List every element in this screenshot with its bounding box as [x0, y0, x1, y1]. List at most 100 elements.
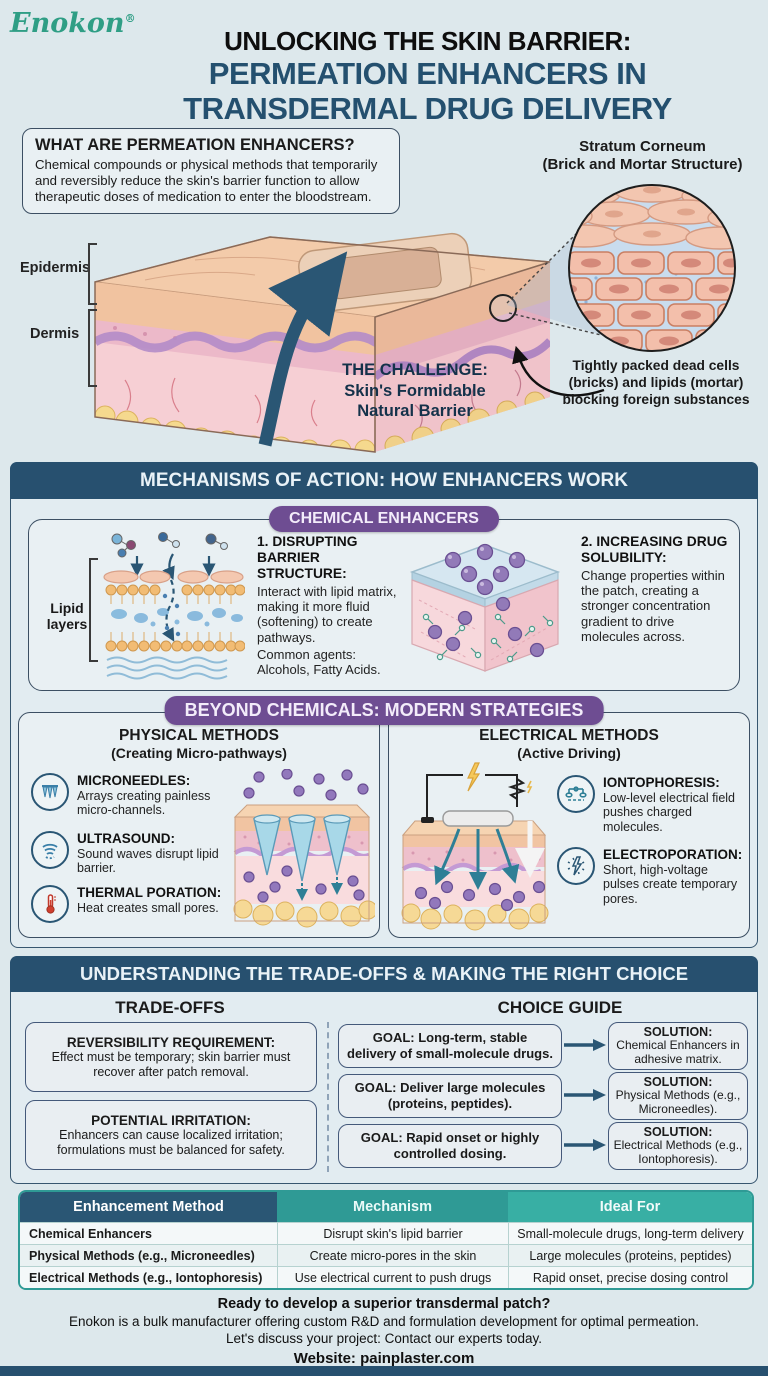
dermis-label: Dermis — [30, 326, 80, 342]
chemical-item-2-title: 2. INCREASING DRUG SOLUBILITY: — [581, 534, 728, 565]
title-line-3: TRANSDERMAL DRUG DELIVERY — [183, 90, 672, 126]
solution-box-1: SOLUTION: Chemical Enhancers in adhesive… — [608, 1022, 748, 1070]
electrical-item-electroporation: ELECTROPORATION: Short, high-voltage pul… — [557, 847, 743, 907]
beyond-chemicals-banner: BEYOND CHEMICALS: MODERN STRATEGIES — [164, 696, 604, 725]
bottom-bar — [0, 1366, 768, 1376]
microneedle-skin-illustration — [233, 769, 375, 928]
mechanisms-header: MECHANISMS OF ACTION: HOW ENHANCERS WORK — [10, 462, 758, 499]
physical-item-3-body: Heat creates small pores. — [77, 900, 219, 915]
electrical-item-1-body: Low-level electrical field pushes charge… — [603, 790, 736, 835]
stratum-corneum-illustration — [568, 184, 736, 352]
goal-2-text: GOAL: Deliver large molecules (proteins,… — [354, 1080, 546, 1111]
title-line-1: UNLOCKING THE SKIN BARRIER: — [224, 26, 631, 56]
physical-methods-subtitle: (Creating Micro-pathways) — [111, 745, 287, 761]
microneedles-icon — [31, 773, 69, 811]
table-row2-idealfor: Large molecules (proteins, peptides) — [508, 1244, 752, 1266]
table-row2-method: Physical Methods (e.g., Microneedles) — [20, 1244, 277, 1266]
choice-arrow-3 — [564, 1139, 606, 1151]
epidermis-label: Epidermis — [20, 260, 91, 276]
what-are-enhancers-box: WHAT ARE PERMEATION ENHANCERS? Chemical … — [22, 128, 400, 214]
caption-arrow — [512, 345, 605, 397]
tradeoff-2-title: POTENTIAL IRRITATION: — [91, 1112, 251, 1128]
electroporation-icon — [557, 847, 595, 885]
title-line-2: PERMEATION ENHANCERS IN — [208, 56, 647, 91]
chemical-enhancers-box: Lipid layers — [28, 519, 740, 691]
tradeoff-2-body: Enhancers can cause localized irritation… — [57, 1127, 285, 1157]
chemical-item-1-title: 1. DISRUPTING BARRIER STRUCTURE: — [257, 534, 358, 581]
goal-3-text: GOAL: Rapid onset or highly controlled d… — [360, 1130, 540, 1161]
page-title: UNLOCKING THE SKIN BARRIER: PERMEATION E… — [120, 26, 735, 126]
solution-3-body: Electrical Methods (e.g., Iontophoresis)… — [613, 1138, 743, 1166]
electrical-item-1-title: IONTOPHORESIS: — [603, 775, 720, 790]
table-row3-idealfor: Rapid onset, precise dosing control — [508, 1266, 752, 1288]
footer-website: Website: painplaster.com — [293, 1350, 475, 1367]
electrical-methods-subtitle: (Active Driving) — [517, 745, 621, 761]
lipid-bilayer-illustration — [103, 532, 245, 680]
solution-3-title: SOLUTION: — [643, 1125, 713, 1140]
lipid-layers-label: Lipid layers — [46, 600, 88, 633]
physical-methods-title: PHYSICAL METHODS — [119, 727, 279, 744]
table-row1-idealfor: Small-molecule drugs, long-term delivery — [508, 1222, 752, 1244]
choice-arrow-2 — [564, 1089, 606, 1101]
tradeoffs-title: TRADE-OFFS — [115, 998, 225, 1017]
electrical-methods-box: ELECTRICAL METHODS (Active Driving) — [388, 712, 750, 938]
chemical-item-1: 1. DISRUPTING BARRIER STRUCTURE: Interac… — [257, 534, 401, 678]
choice-guide-title: CHOICE GUIDE — [497, 998, 623, 1017]
lipid-layers-bracket — [89, 558, 98, 662]
electrical-item-2-body: Short, high-voltage pulses create tempor… — [603, 862, 738, 907]
solution-2-title: SOLUTION: — [643, 1075, 713, 1090]
challenge-line2: Skin's Formidable — [344, 381, 486, 400]
solution-box-3: SOLUTION: Electrical Methods (e.g., Iont… — [608, 1122, 748, 1170]
challenge-line1: THE CHALLENGE: — [342, 361, 488, 379]
goal-box-1: GOAL: Long-term, stable delivery of smal… — [338, 1024, 562, 1068]
table-row1-mechanism: Disrupt skin's lipid barrier — [277, 1222, 508, 1244]
brand-name: Enokon — [10, 8, 125, 39]
stratum-title-line2: (Brick and Mortar Structure) — [542, 156, 743, 173]
tradeoff-1-body: Effect must be temporary; skin barrier m… — [51, 1049, 291, 1079]
solution-2-body: Physical Methods (e.g., Microneedles). — [615, 1088, 741, 1116]
ultrasound-icon — [31, 831, 69, 869]
solution-1-body: Chemical Enhancers in adhesive matrix. — [616, 1038, 740, 1066]
electrical-item-iontophoresis: IONTOPHORESIS: Low-level electrical fiel… — [557, 775, 743, 835]
chemical-item-1-body: Interact with lipid matrix, making it mo… — [257, 583, 397, 645]
dermis-bracket — [88, 309, 97, 387]
physical-item-3-title: THERMAL PORATION: — [77, 885, 222, 900]
chemical-enhancers-pill: CHEMICAL ENHANCERS — [269, 506, 499, 532]
brand-logo: Enokon® — [10, 8, 136, 39]
tradeoff-1-title: REVERSIBILITY REQUIREMENT: — [66, 1034, 276, 1050]
table-row2-mechanism: Create micro-pores in the skin — [277, 1244, 508, 1266]
goal-1-text: GOAL: Long-term, stable delivery of smal… — [347, 1030, 553, 1061]
chemical-item-2-body: Change properties within the patch, crea… — [581, 567, 725, 645]
table-row1-method: Chemical Enhancers — [20, 1222, 277, 1244]
physical-item-1-title: MICRONEEDLES: — [77, 773, 191, 788]
skin-block-illustration — [94, 232, 551, 453]
table-header-idealfor: Ideal For — [508, 1192, 752, 1222]
thermometer-icon — [31, 885, 69, 923]
stratum-title-line1: Stratum Corneum — [579, 138, 706, 155]
footer-cta-question: Ready to develop a superior transdermal … — [217, 1296, 551, 1312]
registered-mark: ® — [124, 12, 136, 25]
drug-solubility-cube-illustration — [409, 543, 561, 672]
stratum-heading: Stratum Corneum (Brick and Mortar Struct… — [525, 138, 760, 174]
physical-item-2-body: Sound waves disrupt lipid barrier. — [77, 846, 219, 876]
tradeoff-box-reversibility: REVERSIBILITY REQUIREMENT: Effect must b… — [25, 1022, 317, 1092]
footer-company-line: Enokon is a bulk manufacturer offering c… — [68, 1314, 700, 1329]
table-row3-mechanism: Use electrical current to push drugs — [277, 1266, 508, 1288]
chemical-item-2: 2. INCREASING DRUG SOLUBILITY: Change pr… — [581, 534, 733, 644]
iontophoresis-icon — [557, 775, 595, 813]
choice-arrow-1 — [564, 1039, 606, 1051]
electrical-item-2-title: ELECTROPORATION: — [603, 847, 743, 862]
table-header-method: Enhancement Method — [20, 1192, 277, 1222]
summary-table: Enhancement Method Mechanism Ideal For C… — [18, 1190, 754, 1290]
physical-item-thermal: THERMAL PORATION: Heat creates small por… — [31, 885, 227, 923]
physical-item-ultrasound: ULTRASOUND: Sound waves disrupt lipid ba… — [31, 831, 227, 876]
what-box-body: Chemical compounds or physical methods t… — [35, 157, 378, 204]
electrical-methods-heading: ELECTRICAL METHODS (Active Driving) — [389, 727, 749, 761]
what-box-title: WHAT ARE PERMEATION ENHANCERS? — [35, 136, 355, 154]
tradeoff-box-irritation: POTENTIAL IRRITATION: Enhancers can caus… — [25, 1100, 317, 1170]
stratum-caption: Tightly packed dead cells (bricks) and l… — [562, 358, 750, 407]
goal-box-3: GOAL: Rapid onset or highly controlled d… — [338, 1124, 562, 1168]
physical-methods-box: PHYSICAL METHODS (Creating Micro-pathway… — [18, 712, 380, 938]
chemical-item-1-agents: Common agents: Alcohols, Fatty Acids. — [257, 646, 381, 678]
